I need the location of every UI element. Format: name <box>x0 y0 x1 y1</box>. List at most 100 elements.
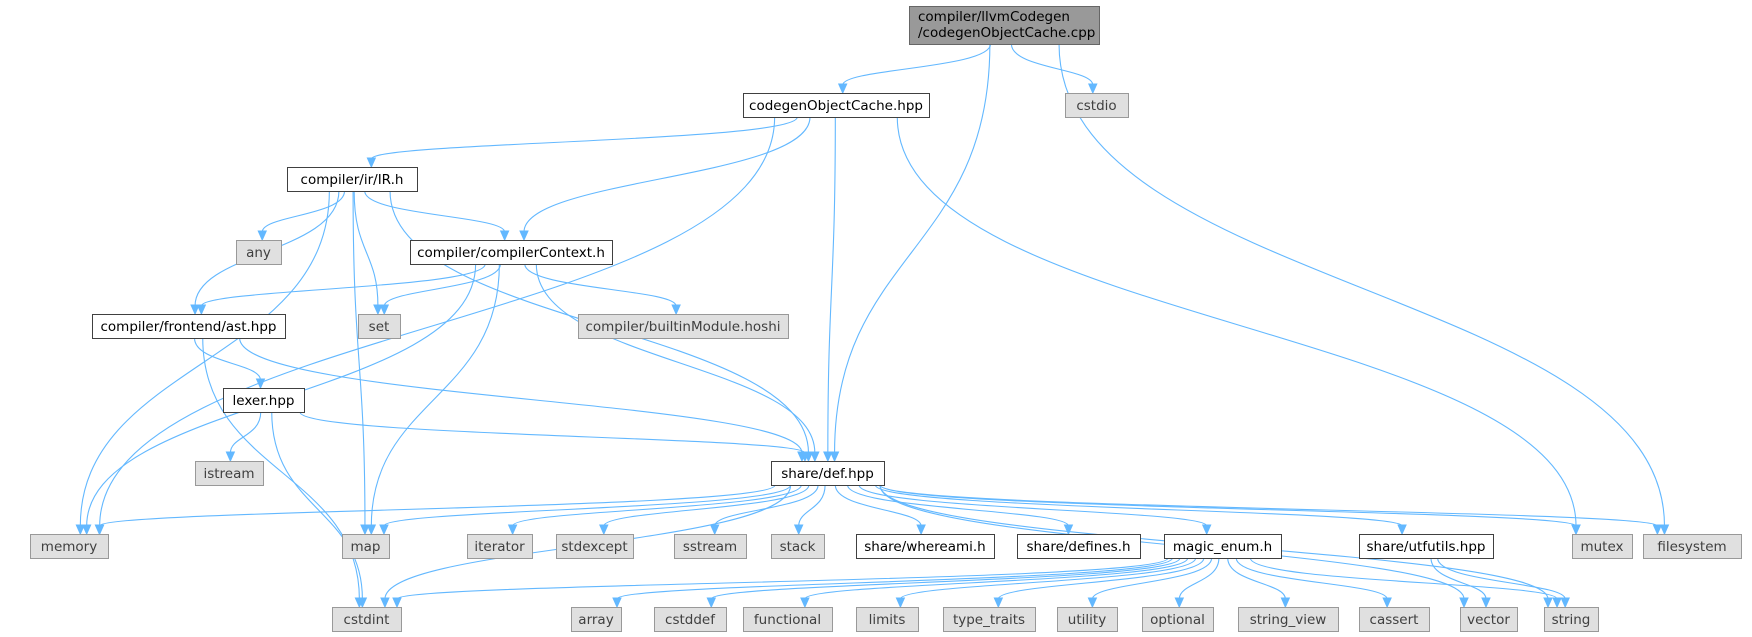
node-label: optional <box>1150 612 1205 628</box>
node-cstdint: cstdint <box>332 607 402 632</box>
node-label: memory <box>41 539 97 555</box>
arrowhead-ir_h-to-ctx_h <box>499 230 510 242</box>
node-box <box>1065 93 1129 118</box>
node-box <box>30 534 109 559</box>
node-label: compiler/builtinModule.hoshi <box>585 319 780 335</box>
node-ast_hpp[interactable]: compiler/frontend/ast.hpp <box>92 314 286 339</box>
node-lexer_hpp[interactable]: lexer.hpp <box>223 388 305 413</box>
node-vector: vector <box>1460 607 1518 632</box>
arrowhead-ir_h-to-set <box>373 304 383 316</box>
arrowhead-ir_h-to-ast_hpp <box>190 304 200 316</box>
node-label: cstdint <box>344 612 390 628</box>
node-map: map <box>342 534 390 559</box>
node-label: stack <box>780 539 816 555</box>
edge-magic_enum-to-cstddef <box>710 557 1181 600</box>
edge-def_hpp-to-stdexcept <box>603 484 810 527</box>
arrowhead-magic_enum-to-utility <box>1087 597 1098 609</box>
node-label: share/utfutils.hpp <box>1367 539 1486 555</box>
node-label: cassert <box>1370 612 1419 628</box>
node-box <box>909 6 1100 45</box>
node-label: string <box>1552 612 1591 628</box>
edge-def_hpp-to-map <box>383 484 792 527</box>
edge-cache_hpp-to-def_hpp <box>827 116 836 454</box>
node-cstdio: cstdio <box>1065 93 1129 118</box>
arrowhead-cache_hpp-to-ctx_h <box>519 230 529 242</box>
node-magic_enum[interactable]: magic_enum.h <box>1164 534 1282 559</box>
node-array: array <box>571 607 622 632</box>
edge-def_hpp-to-memory <box>98 484 776 527</box>
node-box <box>856 534 995 559</box>
arrowhead-def_hpp-to-magic_enum <box>1201 524 1212 536</box>
edge-lexer_hpp-to-cstdint <box>271 411 363 600</box>
arrowhead-lexer_hpp-to-def_hpp <box>800 451 810 463</box>
edge-cache_hpp-to-mutex <box>896 116 1577 527</box>
edge-utfutils-to-string <box>1437 557 1566 600</box>
edge-lexer_hpp-to-istream <box>229 411 262 454</box>
node-label: compiler/compilerContext.h <box>417 245 605 261</box>
edge-magic_enum-to-optional <box>1178 557 1220 600</box>
arrowhead-magic_enum-to-type_traits <box>993 597 1004 609</box>
node-label: compiler/ir/IR.h <box>301 172 404 188</box>
node-label: istream <box>203 466 254 482</box>
node-label: functional <box>754 612 821 628</box>
arrowhead-ctx_h-to-builtin <box>671 304 681 316</box>
node-box <box>743 607 833 632</box>
node-box <box>856 607 919 632</box>
node-box <box>1057 607 1118 632</box>
edges-layer <box>75 43 1670 609</box>
node-optional: optional <box>1142 607 1214 632</box>
node-box <box>1359 534 1494 559</box>
edge-def_hpp-to-stack <box>798 484 826 527</box>
node-sstream: sstream <box>674 534 747 559</box>
node-ir_h[interactable]: compiler/ir/IR.h <box>287 167 418 192</box>
node-label: lexer.hpp <box>233 393 295 409</box>
edge-def_hpp-to-defines <box>847 484 1070 527</box>
node-label: cstdio <box>1076 98 1116 114</box>
arrowhead-magic_enum-to-functional <box>800 597 810 609</box>
edge-magic_enum-to-cassert <box>1235 557 1388 600</box>
node-ctx_h[interactable]: compiler/compilerContext.h <box>410 240 613 265</box>
arrowhead-magic_enum-to-string_view <box>1280 597 1291 609</box>
node-box <box>342 534 390 559</box>
arrowhead-def_hpp-to-memory <box>94 524 105 536</box>
node-box <box>654 607 727 632</box>
edge-ir_h-to-any <box>261 190 346 233</box>
edge-def_hpp-to-mutex <box>879 484 1577 527</box>
node-box <box>332 607 402 632</box>
node-box <box>1460 607 1518 632</box>
node-label: string_view <box>1250 612 1327 628</box>
edge-utfutils-to-vector <box>1430 557 1487 600</box>
node-defines[interactable]: share/defines.h <box>1017 534 1141 559</box>
arrowhead-def_hpp-to-iterator <box>507 524 518 536</box>
arrowhead-root-to-filesystem <box>1659 524 1670 536</box>
node-utfutils[interactable]: share/utfutils.hpp <box>1359 534 1494 559</box>
node-label: cstddef <box>665 612 716 628</box>
edge-root-to-cstdio <box>1010 43 1094 86</box>
arrowhead-def_hpp-to-cstdint <box>380 597 390 609</box>
node-mutex: mutex <box>1572 534 1633 559</box>
arrowhead-cache_hpp-to-ir_h <box>366 157 377 169</box>
arrowhead-def_hpp-to-string <box>1543 597 1553 609</box>
arrowhead-def_hpp-to-mutex <box>1571 524 1581 536</box>
node-label: mutex <box>1580 539 1623 555</box>
node-label: share/whereami.h <box>864 539 985 555</box>
node-box <box>223 388 305 413</box>
nodes-layer: compiler/llvmCodegen/codegenObjectCache.… <box>30 6 1742 632</box>
node-limits: limits <box>856 607 919 632</box>
edge-ctx_h-to-def_hpp <box>535 263 816 454</box>
node-cache_hpp[interactable]: codegenObjectCache.hpp <box>743 93 930 118</box>
node-stack: stack <box>771 534 825 559</box>
node-def_hpp[interactable]: share/def.hpp <box>771 461 885 486</box>
arrowhead-root-to-cstdio <box>1088 83 1098 95</box>
arrowhead-def_hpp-to-whereami <box>916 524 926 536</box>
node-box <box>287 167 418 192</box>
arrowhead-def_hpp-to-utfutils <box>1397 524 1407 536</box>
arrowhead-ctx_h-to-ast_hpp <box>196 304 207 316</box>
node-root[interactable]: compiler/llvmCodegen/codegenObjectCache.… <box>909 6 1100 45</box>
node-label: vector <box>1467 612 1510 628</box>
edge-magic_enum-to-utility <box>1091 557 1213 600</box>
node-whereami[interactable]: share/whereami.h <box>856 534 995 559</box>
node-label: codegenObjectCache.hpp <box>749 98 923 114</box>
node-type_traits: type_traits <box>943 607 1036 632</box>
